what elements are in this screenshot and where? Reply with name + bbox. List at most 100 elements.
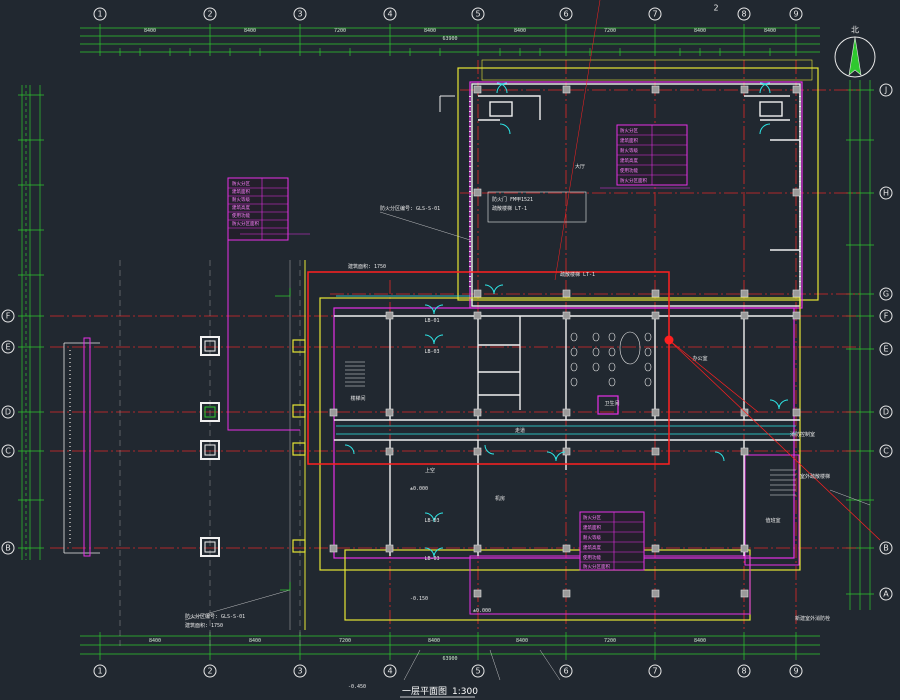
room-label-lb03-a: LB-03 bbox=[424, 349, 439, 355]
note-stair: 疏散楼梯 LT-1 bbox=[492, 205, 527, 212]
note-outdoor-stair: 室外疏散楼梯 bbox=[800, 473, 830, 480]
legend-top-row-2: 建筑面积 bbox=[620, 137, 638, 144]
axis-bubble-8: 8 bbox=[741, 10, 746, 19]
room-label-stair: 楼梯间 bbox=[350, 395, 365, 402]
axis-bubble-D: D bbox=[883, 408, 889, 417]
annotations: 防火分区编号: GLS-S-01 建筑面积: 1750 疏散楼梯 LT-1 消防… bbox=[184, 205, 871, 690]
legend-left-row-2: 建筑面积 bbox=[232, 188, 250, 195]
legend-left-row-4: 建筑高度 bbox=[232, 204, 250, 211]
dim-bottom-3: 7200 bbox=[339, 638, 351, 644]
room-label-void: 上空 bbox=[425, 467, 435, 474]
dim-bottom-total: 63900 bbox=[442, 656, 457, 662]
note-fire-door: 防火门 FM甲1521 bbox=[492, 196, 533, 203]
axis-bubble-1: 1 bbox=[97, 10, 102, 19]
axis-bubble-bottom-5: 5 bbox=[475, 667, 480, 676]
dim-top-8: 8400 bbox=[764, 28, 776, 34]
legend-bottom-row-4: 建筑高度 bbox=[583, 544, 601, 551]
legend-top-row-6: 防火分区面积 bbox=[620, 177, 647, 184]
axis-bubble-bottom-1: 1 bbox=[97, 667, 102, 676]
north-arrow: 北 bbox=[834, 26, 876, 78]
room-label-lb03-c: LB-03 bbox=[424, 556, 439, 562]
axis-bubble-bottom-3: 3 bbox=[297, 667, 302, 676]
axis-bubble-C: C bbox=[883, 447, 889, 456]
axis-bubble-J: J bbox=[884, 86, 887, 95]
note-area: 建筑面积: 1750 bbox=[348, 263, 386, 270]
axis-bubble-A: A bbox=[883, 590, 889, 599]
left-canopy bbox=[63, 260, 306, 630]
legend-left-row-3: 耐火等级 bbox=[232, 196, 250, 203]
title-text: 一层平面图 bbox=[402, 686, 447, 697]
north-label: 北 bbox=[851, 26, 859, 35]
dim-bottom-4: 8400 bbox=[428, 638, 440, 644]
legend-left-row-1: 防火分区 bbox=[232, 180, 250, 187]
note-hydrant: 新建室外消防栓 bbox=[795, 615, 830, 622]
legend-top-row-5: 使用功能 bbox=[620, 167, 638, 174]
room-hall: 大厅 bbox=[575, 163, 585, 170]
side-dimension-chains bbox=[18, 80, 874, 610]
dim-top-3: 7200 bbox=[334, 28, 346, 34]
axis-bubble-bottom-2: 2 bbox=[207, 667, 212, 676]
left-axis-bubble-C: C bbox=[5, 447, 11, 456]
bottom-dimension-chains: 8400 8400 7200 8400 8400 7200 8400 63900 bbox=[80, 632, 820, 662]
legend-bottom-row-6: 防火分区面积 bbox=[583, 563, 610, 570]
dim-bottom-2: 8400 bbox=[249, 638, 261, 644]
north-block: 防火分区 建筑面积 耐火等级 建筑高度 使用功能 防火分区面积 防火门 FM甲1… bbox=[439, 59, 819, 309]
dim-top-5: 8400 bbox=[514, 28, 526, 34]
right-axis-bubbles: J H G F E D C B A bbox=[879, 83, 893, 601]
room-label-corridor: 走道 bbox=[515, 427, 525, 434]
axis-bubble-bottom-9: 9 bbox=[793, 667, 798, 676]
note-firezone: 防火分区编号: GLS-S-01 bbox=[380, 205, 440, 212]
axis-bubble-bottom-6: 6 bbox=[563, 667, 568, 676]
legend-bottom-row-1: 防火分区 bbox=[583, 514, 601, 521]
axis-bubble-3: 3 bbox=[297, 10, 302, 19]
axis-bubble-2: 2 bbox=[207, 10, 212, 19]
note-firezone-2: 防火分区编号: GLS-S-01 bbox=[185, 613, 245, 620]
legend-left-row-5: 使用功能 bbox=[232, 212, 250, 219]
dim-bottom-6: 7200 bbox=[604, 638, 616, 644]
axis-bubble-G: G bbox=[883, 290, 889, 299]
dim-bottom-5: 8400 bbox=[516, 638, 528, 644]
axis-bubble-bottom-8: 8 bbox=[741, 667, 746, 676]
left-fire-zone: 防火分区 建筑面积 耐火等级 建筑高度 使用功能 防火分区面积 bbox=[227, 177, 310, 431]
legend-top-row-3: 耐火等级 bbox=[620, 147, 638, 154]
dim-bottom-1: 8400 bbox=[149, 638, 161, 644]
axis-bubble-5: 5 bbox=[475, 10, 480, 19]
dim-top-4: 8400 bbox=[424, 28, 436, 34]
left-axis-bubble-B: B bbox=[5, 544, 11, 553]
left-axis-bubble-E: E bbox=[5, 343, 10, 352]
level-label-c: -0.150 bbox=[410, 596, 428, 602]
legend-bottom-row-2: 建筑面积 bbox=[583, 524, 601, 531]
room-label-machine: 机房 bbox=[495, 495, 505, 502]
selection-overlay bbox=[307, 0, 881, 541]
south-block: 防火分区 建筑面积 耐火等级 建筑高度 使用功能 防火分区面积 LB-01 LB… bbox=[319, 284, 801, 621]
drawing-title: 一层平面图 1:300 bbox=[400, 686, 478, 698]
axis-bubble-7: 7 bbox=[652, 10, 657, 19]
note-control-room: 消防控制室 bbox=[790, 431, 815, 438]
left-axis-bubble-D: D bbox=[5, 408, 11, 417]
note-stair-2: 疏散楼梯 LT-1 bbox=[560, 271, 595, 278]
dim-top-6: 7200 bbox=[604, 28, 616, 34]
room-label-toilet: 卫生间 bbox=[604, 400, 619, 407]
level-label-d: -0.450 bbox=[348, 684, 366, 690]
dim-top-1: 8400 bbox=[144, 28, 156, 34]
room-label-lb01: LB-01 bbox=[424, 318, 439, 324]
sheet-number: 2 bbox=[713, 4, 718, 13]
axis-bubble-bottom-4: 4 bbox=[387, 667, 392, 676]
top-axis-bubbles: 1 2 3 4 5 6 7 8 9 bbox=[93, 7, 803, 21]
bottom-axis-bubbles: 1 2 3 4 5 6 7 8 9 bbox=[93, 664, 803, 678]
left-axis-bubbles: F E D C B bbox=[1, 309, 15, 555]
axis-bubble-9: 9 bbox=[793, 10, 798, 19]
axis-bubble-H: H bbox=[883, 189, 889, 198]
dim-top-total: 63900 bbox=[442, 36, 457, 42]
level-label-b: ±0.000 bbox=[410, 486, 428, 492]
axis-bubble-F: F bbox=[884, 312, 889, 321]
legend-left-row-6: 防火分区面积 bbox=[232, 220, 259, 227]
note-area-2: 建筑面积: 1750 bbox=[185, 622, 223, 629]
axis-bubble-4: 4 bbox=[387, 10, 392, 19]
legend-bottom-row-3: 耐火等级 bbox=[583, 534, 601, 541]
left-axis-bubble-F: F bbox=[6, 312, 11, 321]
axis-bubble-B: B bbox=[883, 544, 889, 553]
axis-grid bbox=[50, 60, 860, 650]
legend-top-row-4: 建筑高度 bbox=[620, 157, 638, 164]
